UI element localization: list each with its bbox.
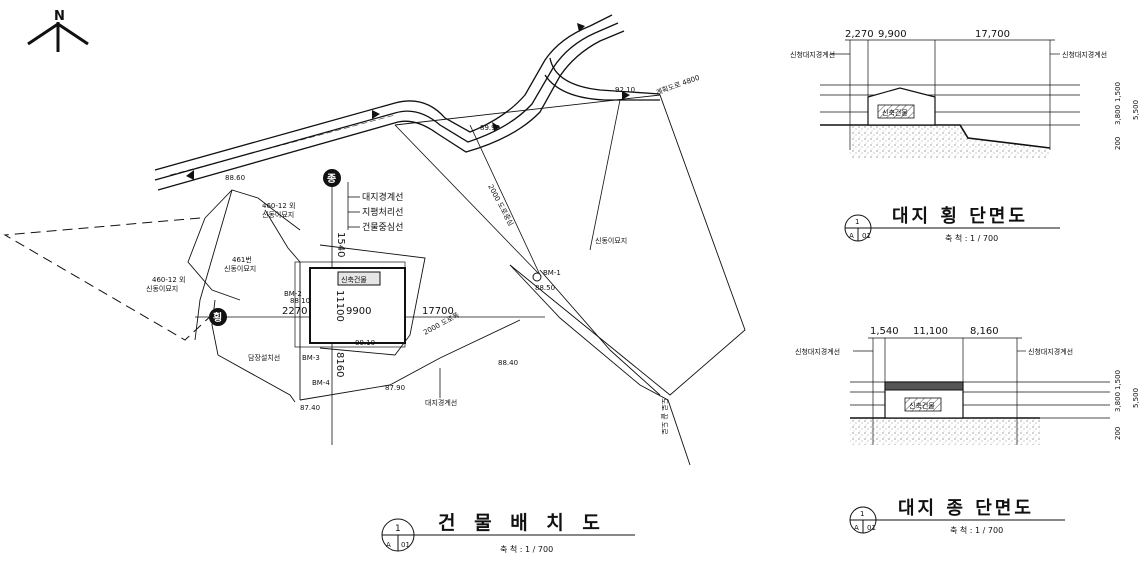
legend-item-grading-line: 지평처리선 [362, 206, 403, 218]
legend: 대지경계선 지평처리선 건물중심선 [347, 182, 403, 233]
north-arrow: N [27, 9, 89, 52]
transverse-building-label: 신축건물 [882, 108, 908, 117]
transverse-dim-17700: 17,700 [975, 29, 1010, 40]
note-boundary: 대지경계선 [425, 398, 457, 407]
road-arrows [186, 23, 630, 180]
benchmark-label: BM-1 [543, 269, 561, 277]
elevation-label: 89.90 [480, 124, 500, 132]
note-road-width: 계획도로 4800 [655, 73, 701, 97]
north-label: N [54, 9, 65, 24]
benchmarks: BM-1 BM-2 BM-3 BM-4 [284, 269, 561, 387]
transverse-side-dim-3800: 3,800 [1114, 105, 1122, 125]
transverse-section: 2,270 9,900 17,700 신청대지경계선 신청대지경계선 신축건물 … [790, 29, 1140, 243]
longitudinal-sheet-a: A [854, 524, 859, 532]
longitudinal-detail-number: 1 [860, 510, 864, 518]
transverse-dim-9900: 9,900 [878, 29, 907, 40]
longitudinal-ground [850, 418, 1040, 445]
elevation-label: 87.90 [385, 384, 405, 392]
longitudinal-title-block: 1 A 01 대지 종 단면도 축 척 : 1 / 700 [849, 498, 1065, 535]
dim-11100: 11100 [334, 290, 345, 322]
legend-item-center-line: 건물중심선 [362, 222, 403, 233]
longitudinal-side-dim-5500: 5,500 [1132, 388, 1140, 408]
marker-longitudinal-label: 종 [327, 173, 336, 185]
longitudinal-dim-11100: 11,100 [913, 326, 948, 337]
transverse-side-dim-5500: 5,500 [1132, 100, 1140, 120]
longitudinal-sheet-01: 01 [867, 524, 876, 532]
elevation-label: 88.10 [290, 297, 310, 305]
dim-17700: 17700 [422, 306, 454, 317]
longitudinal-section: 1,540 11,100 8,160 신청대지경계선 신청대지경계선 신축건물 … [795, 326, 1140, 535]
longitudinal-scale: 축 척 : 1 / 700 [950, 526, 1003, 535]
note-road-center: 2000 도로중심 [486, 183, 515, 228]
dashed-boundary [3, 217, 216, 341]
elevation-label: 87.40 [300, 404, 320, 412]
marker-transverse: 횡 [209, 308, 227, 326]
longitudinal-right-label: 신청대지경계선 [1028, 347, 1073, 356]
lot-boundaries [187, 94, 746, 466]
longitudinal-building-label: 신축건물 [909, 401, 935, 410]
dim-1540: 1540 [335, 232, 346, 257]
note-fence: 담장설치선 [248, 353, 280, 362]
benchmark-label: BM-2 [284, 290, 302, 298]
elevation-labels: 88.60 89.90 92.10 88.50 88.40 87.90 89.1… [225, 86, 635, 412]
transverse-title-block: 1 A 01 대지 횡 단면도 축 척 : 1 / 700 [844, 206, 1060, 243]
benchmark-label: BM-3 [302, 354, 320, 362]
transverse-sheet-01: 01 [862, 232, 871, 240]
dim-2270: 2270 [282, 306, 307, 317]
dim-9900: 9900 [346, 306, 371, 317]
site-plan-title: 건 물 배 치 도 [438, 512, 606, 534]
transverse-scale: 축 척 : 1 / 700 [945, 234, 998, 243]
longitudinal-title: 대지 종 단면도 [898, 498, 1034, 519]
transverse-side-dim-1500: 1,500 [1114, 82, 1122, 102]
marker-longitudinal: 종 [323, 169, 341, 187]
elevation-label: 89.10 [355, 339, 375, 347]
dim-8160: 8160 [334, 352, 345, 377]
longitudinal-left-label: 신청대지경계선 [795, 347, 840, 356]
transverse-side-dim-200: 200 [1114, 137, 1122, 150]
transverse-ground [850, 125, 1050, 158]
longitudinal-dim-8160: 8,160 [970, 326, 999, 337]
transverse-title: 대지 횡 단면도 [892, 206, 1028, 227]
note-road-end: 도로 끝 도로 [660, 398, 668, 435]
site-plan: 신축건물 종 횡 대지경계선 지평처리선 건물중심선 1540 11100 81… [3, 14, 746, 554]
transverse-detail-number: 1 [855, 218, 859, 226]
elevation-label: 88.40 [498, 359, 518, 367]
elevation-label: 92.10 [615, 86, 635, 94]
site-plan-sheet-number: A [386, 541, 391, 549]
building-label-box [337, 271, 381, 286]
transverse-left-label: 신청대지경계선 [790, 50, 835, 59]
site-plan-scale: 축 척 : 1 / 700 [500, 545, 553, 554]
elevation-label: 88.60 [225, 174, 245, 182]
transverse-dim-2270: 2,270 [845, 29, 874, 40]
legend-item-lot-boundary: 대지경계선 [362, 191, 403, 203]
site-plan-detail-number: 1 [395, 524, 401, 534]
building-label: 신축건물 [341, 275, 367, 284]
site-plan-sheet-number-right: 01 [401, 541, 410, 549]
road [154, 14, 661, 191]
longitudinal-dim-1540: 1,540 [870, 326, 899, 337]
lot-label-neighbor-right: 신동이묘지 [595, 236, 627, 245]
marker-transverse-label: 횡 [213, 311, 222, 324]
transverse-sheet-a: A [849, 232, 854, 240]
site-plan-title-block: 1 A 01 건 물 배 치 도 축 척 : 1 / 700 [381, 512, 635, 554]
longitudinal-side-dim-1500: 1,500 [1114, 370, 1122, 390]
longitudinal-side-dim-3800: 3,800 [1114, 392, 1122, 412]
transverse-right-label: 신청대지경계선 [1062, 50, 1107, 59]
benchmark-label: BM-4 [312, 379, 330, 387]
elevation-label: 88.50 [535, 284, 555, 292]
longitudinal-side-dim-200: 200 [1114, 427, 1122, 440]
